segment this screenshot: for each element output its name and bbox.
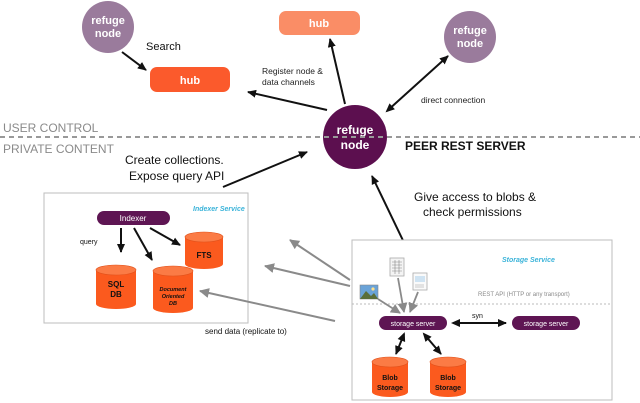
spreadsheet-icon xyxy=(389,257,405,277)
sync-label: syn xyxy=(472,313,483,320)
replicate-arrow-1 xyxy=(289,239,351,281)
storage-service-title: Storage Service xyxy=(502,257,555,264)
register-arrow-left xyxy=(247,89,328,111)
user-control-label: USER CONTROL xyxy=(3,121,99,135)
search-arrow xyxy=(121,51,147,71)
indexer-service-box: Indexer Service Indexer query FTS SQL DB xyxy=(43,192,249,324)
storage-server-label: storage server xyxy=(391,321,436,328)
blob-2-arrow xyxy=(422,332,442,355)
create-collections-label: Expose query API xyxy=(129,169,224,183)
blob-storage-2-cylinder: Blob Storage xyxy=(429,356,467,397)
svg-text:FTS: FTS xyxy=(196,251,212,260)
photo-icon xyxy=(359,284,379,300)
upload-arrow-1 xyxy=(397,277,408,313)
svg-text:DB: DB xyxy=(169,301,177,307)
create-collections-label: Create collections. xyxy=(125,153,224,167)
indexer-label: Indexer xyxy=(120,214,147,223)
sql-db-cylinder: SQL DB xyxy=(95,264,137,309)
register-label: data channels xyxy=(262,77,315,87)
direct-connection-label: direct connection xyxy=(421,95,486,105)
svg-text:hub: hub xyxy=(180,75,200,87)
refuge-node-label: node xyxy=(341,138,370,152)
refuge-node-top-right: refuge node xyxy=(444,11,496,63)
document-icon xyxy=(412,272,428,291)
refuge-node-label: refuge xyxy=(453,25,487,37)
direct-connection-arrow xyxy=(385,55,449,113)
storage-server-2-pill xyxy=(512,316,580,330)
refuge-node-top-left: refuge node xyxy=(82,1,134,53)
give-access-label: check permissions xyxy=(423,205,522,219)
register-label: Register node & xyxy=(262,66,323,76)
query-label: query xyxy=(80,239,98,246)
svg-text:Storage: Storage xyxy=(377,385,403,392)
storage-service-box: Storage Service REST API (HTTP or any tr… xyxy=(351,239,613,401)
storage-server-2-label: storage server xyxy=(524,321,569,328)
replicate-arrow-3 xyxy=(199,288,336,322)
svg-text:DB: DB xyxy=(110,290,122,299)
svg-text:Storage: Storage xyxy=(435,385,461,392)
create-collections-arrow xyxy=(222,151,308,188)
replicate-arrow-2 xyxy=(264,263,351,287)
blob-storage-1-cylinder: Blob Storage xyxy=(371,356,409,397)
hub-top: hub xyxy=(279,11,360,35)
indexer-to-fts-arrow xyxy=(149,227,181,246)
document-db-cylinder: Document Oriented DB xyxy=(152,265,194,313)
refuge-node-label: node xyxy=(457,38,483,50)
send-data-label: send data (replicate to) xyxy=(205,327,287,336)
give-access-label: Give access to blobs & xyxy=(414,190,536,204)
blob-1-arrow xyxy=(395,332,406,355)
register-arrow-top xyxy=(327,38,346,105)
refuge-node-label: refuge xyxy=(337,123,374,137)
svg-text:hub: hub xyxy=(309,18,329,30)
indexer-pill xyxy=(97,211,170,225)
refuge-node-label: node xyxy=(95,28,121,40)
svg-text:Blob: Blob xyxy=(440,375,456,382)
search-label: Search xyxy=(146,41,181,53)
svg-text:Oriented: Oriented xyxy=(162,294,185,300)
private-content-label: PRIVATE CONTENT xyxy=(3,142,115,156)
upload-arrow-3 xyxy=(377,298,401,314)
indexer-to-doc-arrow xyxy=(133,227,153,261)
fts-cylinder: FTS xyxy=(184,231,224,269)
storage-server-pill xyxy=(379,316,447,330)
refuge-node-label: refuge xyxy=(91,15,125,27)
svg-text:Document: Document xyxy=(160,287,188,293)
peer-rest-server-label: PEER REST SERVER xyxy=(405,139,526,153)
svg-text:SQL: SQL xyxy=(108,280,125,289)
indexer-service-title: Indexer Service xyxy=(193,206,245,213)
svg-text:Blob: Blob xyxy=(382,375,398,382)
hub-left: hub xyxy=(150,67,230,92)
rest-api-label: REST API (HTTP or any transport) xyxy=(478,292,570,298)
upload-arrow-2 xyxy=(408,291,419,313)
